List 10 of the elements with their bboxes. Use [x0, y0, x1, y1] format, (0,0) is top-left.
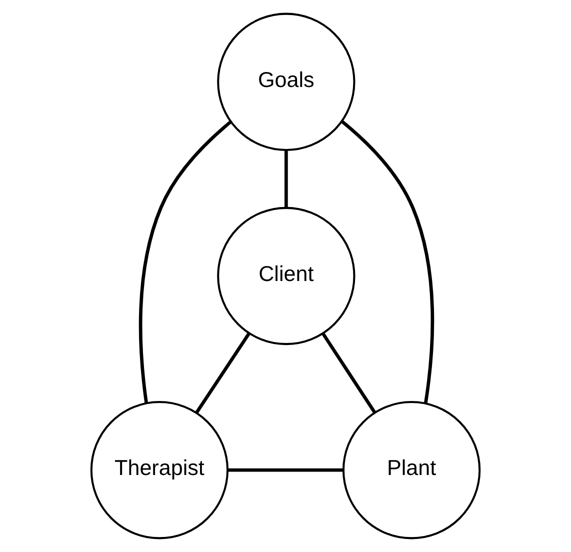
node-circle: Plant [342, 401, 481, 540]
node-circle: Therapist [90, 401, 229, 540]
connector [322, 332, 376, 414]
connector [340, 120, 434, 404]
connector [195, 332, 251, 414]
connector [284, 150, 288, 208]
connector [228, 468, 344, 472]
node-circle: Goals [217, 12, 356, 151]
node-circle: Client [217, 206, 356, 346]
connector [138, 120, 232, 403]
